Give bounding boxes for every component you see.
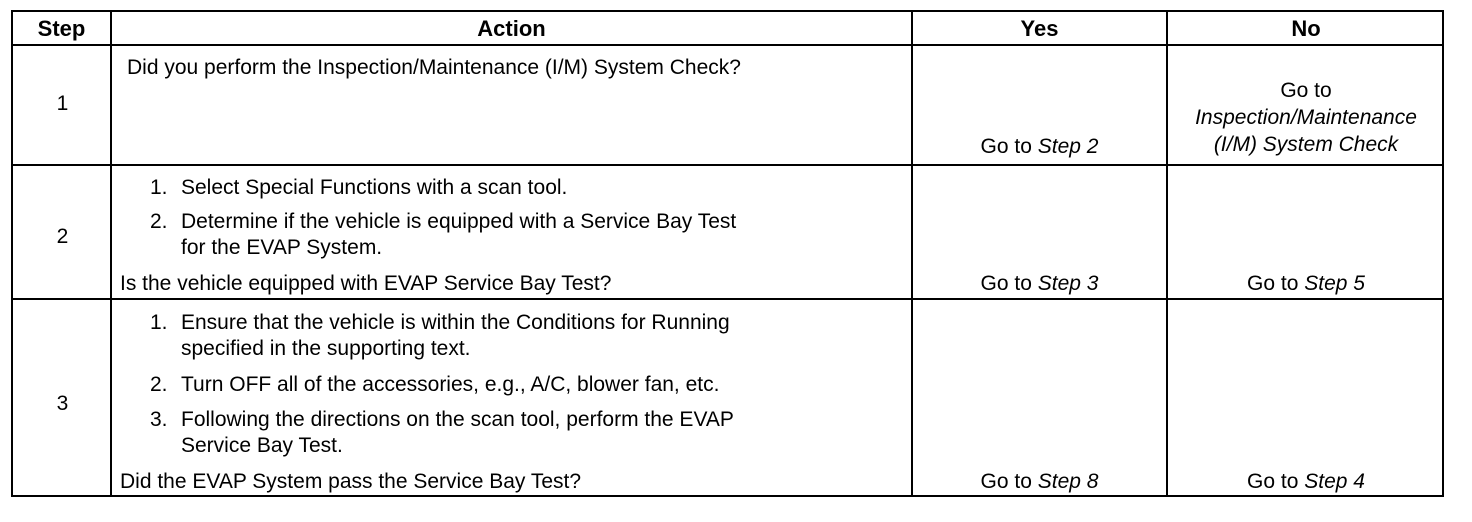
item-text: Ensure that the vehicle is within the Co…	[181, 311, 730, 334]
no-step-link[interactable]: Step 5	[1304, 272, 1365, 295]
action-question: Is the vehicle equipped with EVAP Servic…	[120, 272, 612, 295]
header-step: Step	[37, 15, 86, 41]
no-cell: Go to Step 4	[1168, 469, 1444, 495]
action-question: Did you perform the Inspection/Maintenan…	[127, 56, 741, 79]
item-number: 3.	[150, 408, 168, 431]
item-number: 2.	[150, 210, 168, 233]
yes-step-link[interactable]: Step 2	[1037, 135, 1099, 158]
no-prefix: Go to	[1247, 272, 1299, 295]
action-question: Did the EVAP System pass the Service Bay…	[120, 470, 582, 493]
yes-prefix: Go to	[980, 470, 1032, 493]
item-text: Turn OFF all of the accessories, e.g., A…	[181, 373, 720, 396]
row-divider	[13, 298, 1442, 300]
step-number: 3	[56, 392, 69, 415]
item-number: 2.	[150, 373, 168, 396]
row-divider	[13, 164, 1442, 166]
diagnostic-table: Step Action Yes No 1 Did you perform the…	[11, 10, 1444, 497]
yes-prefix: Go to	[980, 272, 1032, 295]
yes-step-link[interactable]: Step 8	[1037, 470, 1099, 493]
column-divider	[110, 12, 112, 495]
header-yes: Yes	[1020, 15, 1059, 41]
no-cell: Go to Step 5	[1168, 271, 1444, 297]
column-divider	[911, 12, 913, 495]
no-prefix: Go to	[1280, 79, 1332, 102]
no-link-line1[interactable]: Inspection/Maintenance	[1195, 106, 1417, 129]
yes-step-link[interactable]: Step 3	[1037, 272, 1099, 295]
yes-cell: Go to Step 8	[913, 469, 1166, 495]
yes-cell: Go to Step 2	[913, 134, 1166, 160]
item-text: for the EVAP System.	[181, 236, 383, 259]
yes-cell: Go to Step 3	[913, 271, 1166, 297]
header-action: Action	[477, 15, 546, 41]
item-text: Determine if the vehicle is equipped wit…	[181, 210, 737, 233]
item-text: Following the directions on the scan too…	[181, 408, 734, 431]
item-number: 1.	[150, 176, 168, 199]
no-prefix: Go to	[1247, 470, 1299, 493]
column-divider	[1166, 12, 1168, 495]
row-divider	[13, 44, 1442, 46]
item-text: specified in the supporting text.	[181, 337, 471, 360]
step-number: 1	[56, 92, 69, 115]
step-number: 2	[56, 225, 69, 248]
item-text: Select Special Functions with a scan too…	[181, 176, 568, 199]
item-number: 1.	[150, 311, 168, 334]
yes-prefix: Go to	[980, 135, 1032, 158]
no-step-link[interactable]: Step 4	[1304, 470, 1365, 493]
no-link-line2[interactable]: (I/M) System Check	[1213, 133, 1399, 156]
header-no: No	[1291, 15, 1321, 41]
no-cell: Go to Inspection/Maintenance (I/M) Syste…	[1168, 78, 1444, 159]
item-text: Service Bay Test.	[181, 434, 343, 457]
